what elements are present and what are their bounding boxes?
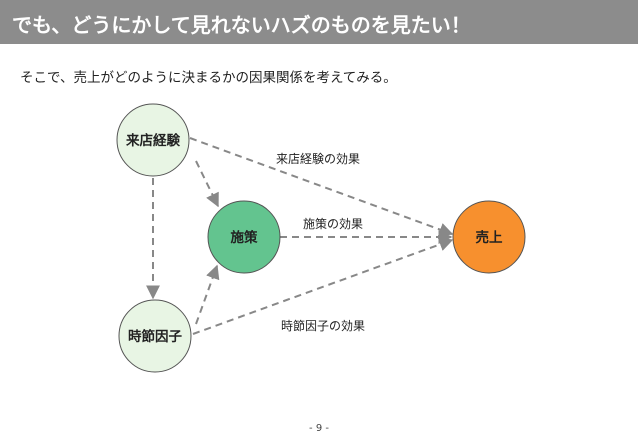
- node-season-label: 時節因子: [128, 328, 182, 345]
- node-season: 時節因子: [118, 299, 192, 373]
- label-season-effect: 時節因子の効果: [281, 318, 365, 333]
- node-sales: 売上: [452, 200, 526, 274]
- edge-season-to-sales: [192, 237, 454, 335]
- node-measure-label: 施策: [231, 229, 258, 246]
- header-bar: でも、どうにかして見れないハズのものを見たい！: [0, 0, 638, 44]
- label-measure-effect: 施策の効果: [303, 216, 363, 231]
- label-experience-effect: 来店経験の効果: [276, 151, 360, 166]
- edge-experience-to-measure: [195, 160, 219, 208]
- page-number: - 9 -: [309, 423, 329, 434]
- page-title: でも、どうにかして見れないハズのものを見たい！: [12, 13, 471, 37]
- node-experience: 来店経験: [116, 103, 190, 177]
- edge-experience-to-sales: [189, 137, 454, 237]
- edge-season-to-measure: [195, 264, 220, 325]
- intro-text: そこで、売上がどのように決まるかの因果関係を考えてみる。: [20, 70, 397, 86]
- node-sales-label: 売上: [476, 229, 503, 246]
- node-experience-label: 来店経験: [125, 132, 180, 149]
- node-measure: 施策: [207, 200, 281, 274]
